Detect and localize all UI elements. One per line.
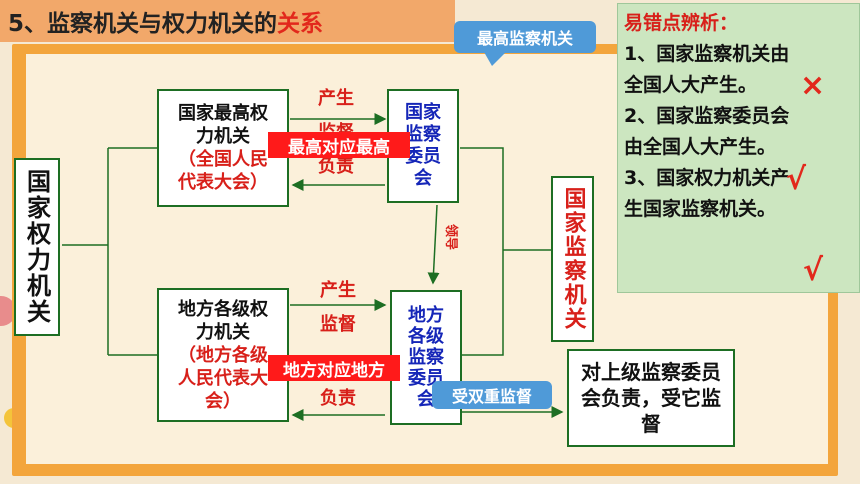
error-analysis-panel: 易错点辨析： 1、国家监察机关由 全国人大产生。 2、国家监察委员会 由全国人大… (617, 3, 860, 293)
correct-mark-icon: √ (803, 253, 824, 288)
tag-highest-to-highest: 最高对应最高 (268, 132, 410, 158)
panel-line: 2、国家监察委员会 (624, 105, 790, 127)
label-responsible-local: 负责 (320, 388, 356, 409)
box-local-power: 地方各级权 力机关 （地方各级 人民代表大 会） (157, 288, 289, 422)
panel-line: 1、国家监察机关由 (624, 43, 790, 65)
title-prefix: 5、监察机关与权力机关的 (8, 11, 278, 37)
label-supervise-local: 监督 (320, 314, 356, 335)
root-national-power-organ: 国家权力机关 (14, 158, 60, 336)
bubble-pointer (484, 52, 506, 66)
correct-mark-icon: √ (786, 162, 807, 197)
bubble-dual-supervision: 受双重监督 (432, 381, 552, 409)
label-produce-local: 产生 (320, 280, 356, 301)
wrong-mark-icon: × (800, 68, 826, 103)
label-lead: 领导 (443, 224, 458, 251)
panel-line: 3、国家权力机关产 (624, 167, 790, 189)
box-responsible-to-superior: 对上级监察委员会负责，受它监督 (567, 349, 735, 447)
panel-line: 生国家监察机关。 (624, 198, 777, 220)
box-local-supervisory-commission: 地方各级监察委员会 (390, 290, 462, 425)
panel-heading: 易错点辨析： (624, 12, 739, 34)
tag-local-to-local: 地方对应地方 (268, 355, 400, 381)
label-produce-top: 产生 (318, 88, 354, 109)
title-highlight: 关系 (277, 11, 324, 37)
bubble-highest-supervisory: 最高监察机关 (454, 21, 596, 53)
root-national-supervisory-organ: 国家监察机关 (551, 176, 594, 342)
page-title: 5、监察机关与权力机关的关系 (0, 0, 455, 42)
label-responsible-top: 负责 (318, 156, 354, 177)
panel-line: 全国人大产生。 (624, 74, 758, 96)
box-national-highest-power: 国家最高权 力机关 （全国人民 代表大会） (157, 89, 289, 207)
panel-line: 由全国人大产生。 (624, 136, 777, 158)
